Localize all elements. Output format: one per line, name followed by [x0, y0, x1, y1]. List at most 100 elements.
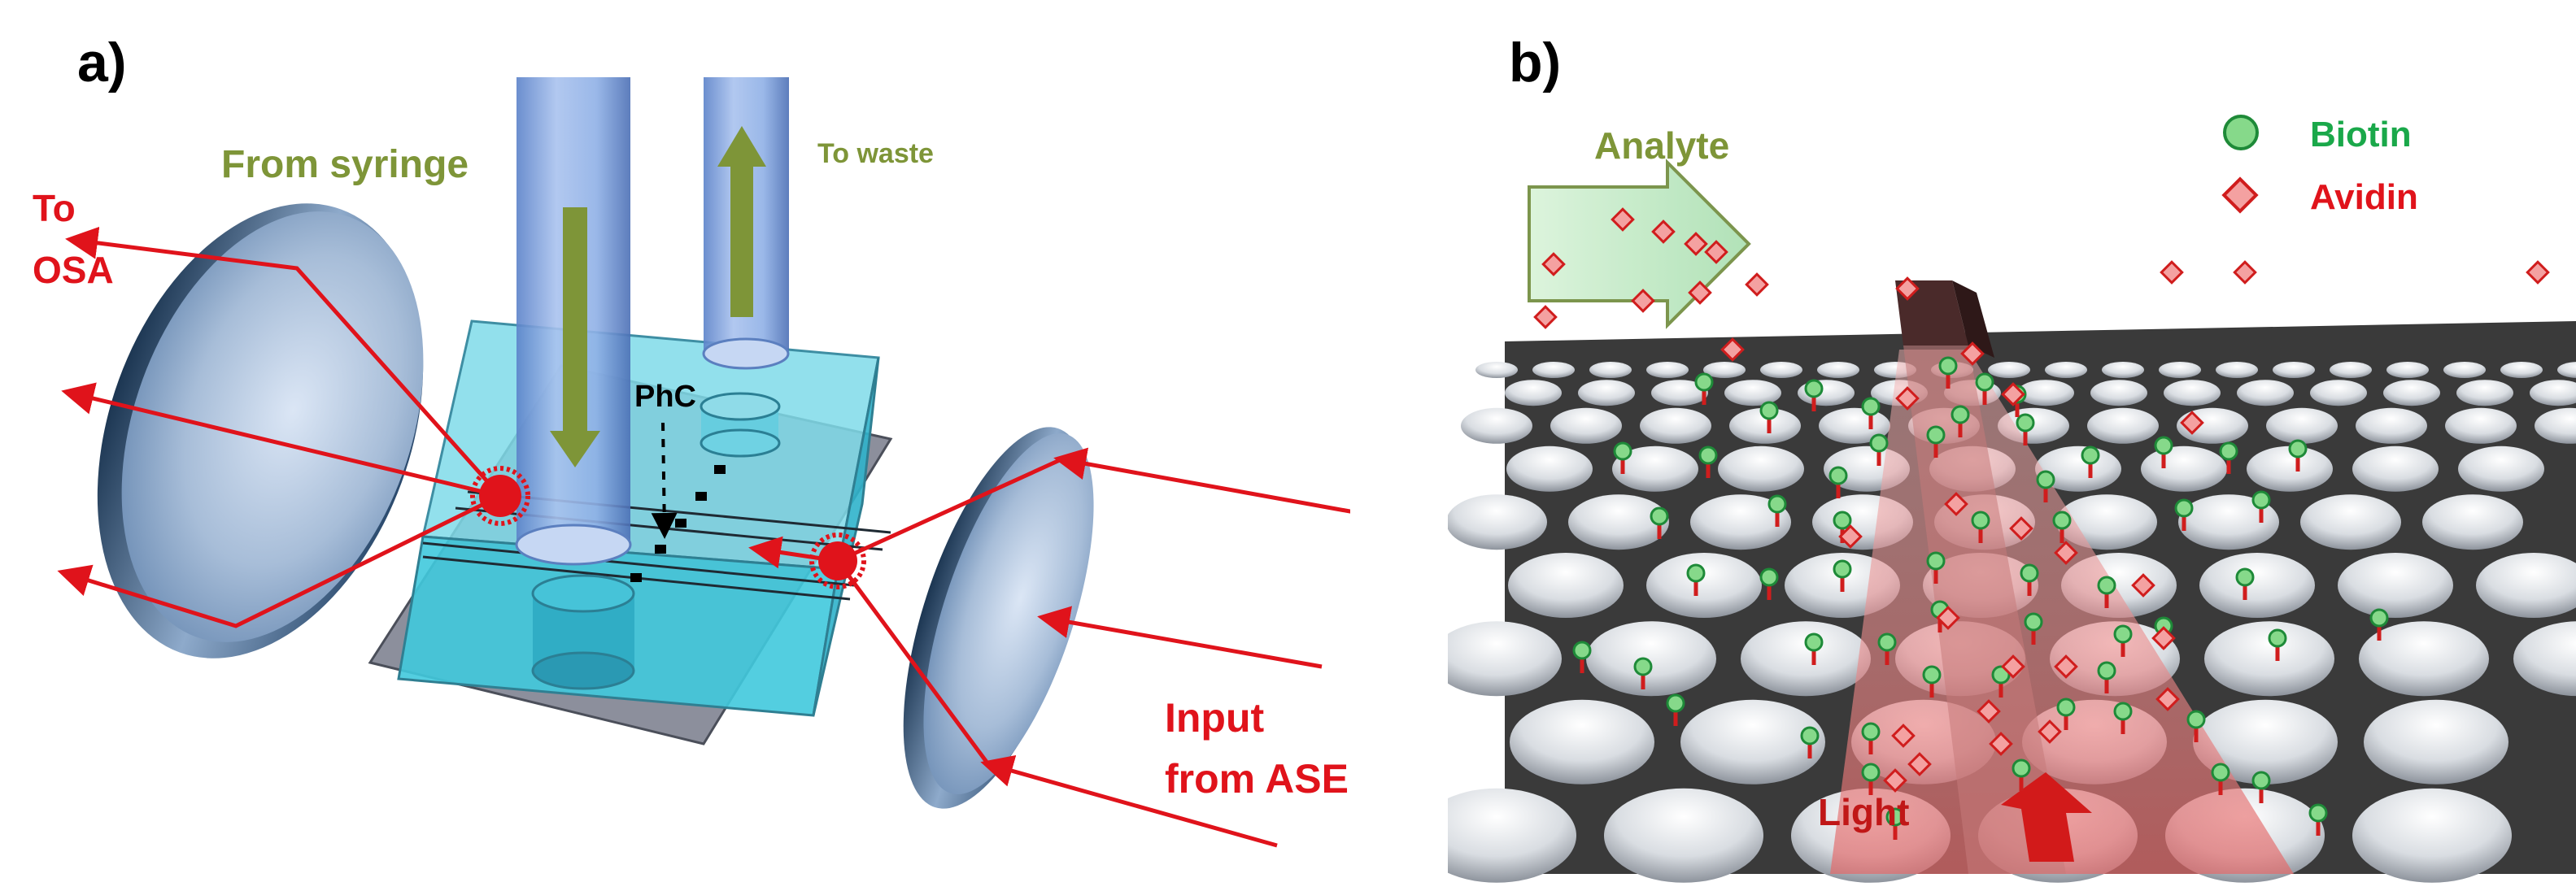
- phc-hole: [2090, 380, 2147, 406]
- analyte-label: Analyte: [1594, 124, 1729, 167]
- flow-down-arrow: [550, 207, 600, 467]
- phc-hole: [2300, 494, 2401, 550]
- biotin-molecule: [1633, 657, 1653, 689]
- phc-hole: [1475, 362, 1518, 378]
- phc-hole: [1508, 553, 1624, 618]
- panel-b-diagram: Biotin Avidin b) Analyte Light: [1448, 32, 2576, 883]
- biotin-molecule: [2012, 758, 2031, 791]
- biotin-molecule: [1861, 397, 1881, 429]
- phc-hole: [1568, 494, 1669, 550]
- biotin-molecule: [2288, 439, 2308, 472]
- biotin-molecule: [2235, 567, 2255, 600]
- biotin-molecule: [1951, 405, 1970, 437]
- panel-a-diagram: a) From syringe To waste To OSA PhC Inpu…: [33, 32, 1350, 848]
- biotin-molecule: [1975, 372, 1994, 405]
- phc-hole: [2356, 407, 2427, 444]
- biotin-molecule: [2251, 771, 2271, 803]
- phc-hole: [1646, 362, 1689, 378]
- phc-hole: [1612, 446, 1698, 492]
- phc-hole: [1550, 407, 1622, 444]
- phc-hole: [1589, 362, 1632, 378]
- avidin-molecule: [2038, 719, 2062, 744]
- phc-hole: [1448, 788, 1576, 883]
- to-osa-label-line2: OSA: [33, 249, 114, 291]
- input-label-line2: from ASE: [1165, 756, 1349, 802]
- avidin-molecule: [1883, 768, 1907, 793]
- phc-hole: [2045, 362, 2087, 378]
- avidin-molecule: [2001, 654, 2025, 679]
- phc-hole: [2273, 362, 2315, 378]
- biotin-molecule: [2211, 763, 2230, 795]
- phc-hole: [2443, 362, 2486, 378]
- biotin-molecule: [2113, 702, 2133, 734]
- biotin-molecule: [1926, 551, 1946, 584]
- biotin-molecule: [2016, 413, 2035, 446]
- phc-hole: [1741, 621, 1871, 697]
- phc-hole: [2087, 407, 2159, 444]
- biotin-molecule: [2308, 803, 2328, 836]
- phc-hole: [1646, 553, 1762, 618]
- phc-hole: [2017, 380, 2074, 406]
- biotin-molecule: [1650, 506, 1669, 539]
- panel-b: Biotin Avidin b) Analyte Light: [1448, 0, 2576, 891]
- biotin-molecule: [1666, 693, 1685, 726]
- phc-hole: [2364, 699, 2508, 785]
- avidin-molecule: [2526, 260, 2550, 285]
- legend-avidin-marker: [2221, 176, 2259, 214]
- phc-hole: [1690, 494, 1791, 550]
- biotin-molecule: [2251, 490, 2271, 523]
- biotin-molecule: [2268, 628, 2287, 661]
- avidin-molecule: [1895, 276, 1920, 301]
- legend-biotin-label: Biotin: [2310, 115, 2412, 154]
- input-beams: [748, 447, 1350, 848]
- biotin-molecule: [1828, 466, 1848, 498]
- phc-hole: [1448, 494, 1547, 550]
- biotin-molecule: [1698, 446, 1718, 478]
- biotin-molecule: [2056, 698, 2076, 730]
- biotin-molecule: [1759, 567, 1779, 600]
- phc-pointer: [651, 422, 678, 539]
- avidin-molecules: [1533, 207, 2550, 793]
- biotin-molecule: [1572, 641, 1592, 673]
- phc-hole: [1988, 362, 2030, 378]
- biotin-molecule: [1991, 665, 2011, 698]
- phc-hole: [1651, 380, 1708, 406]
- avidin-molecule: [2155, 687, 2180, 711]
- biotin-molecule: [1833, 559, 1852, 592]
- phc-hole: [2530, 380, 2576, 406]
- avidin-molecule: [1944, 492, 1968, 516]
- phc-hole: [2445, 407, 2517, 444]
- phc-hole: [1505, 380, 1562, 406]
- panel-a: a) From syringe To waste To OSA PhC Inpu…: [33, 32, 1350, 848]
- biotin-molecule: [1767, 494, 1787, 527]
- avidin-molecule: [1745, 272, 1769, 297]
- avidin-molecule: [2054, 541, 2078, 565]
- phc-hole: [1448, 621, 1562, 697]
- focal-spot-left: [470, 466, 530, 526]
- to-osa-label-line1: To: [33, 187, 76, 229]
- to-waste-label: To waste: [817, 138, 934, 169]
- phc-hole: [1532, 362, 1575, 378]
- biotin-molecule: [2219, 441, 2238, 474]
- phc-hole: [2352, 446, 2439, 492]
- phc-hole: [2216, 362, 2258, 378]
- biotin-molecule: [1800, 726, 1820, 758]
- avidin-molecule: [1611, 207, 1635, 232]
- phc-hole: [1640, 407, 1711, 444]
- biotin-molecule: [2174, 498, 2194, 531]
- avidin-molecule: [1895, 386, 1920, 411]
- biotin-molecule: [2369, 608, 2389, 641]
- avidin-molecule: [1651, 219, 1676, 244]
- output-beams: [57, 226, 502, 628]
- avidin-molecule: [2131, 573, 2155, 598]
- phc-hole: [2237, 380, 2294, 406]
- phc-hole: [2310, 380, 2367, 406]
- phc-hole: [2247, 446, 2333, 492]
- phc-hole: [2338, 553, 2453, 618]
- avidin-molecule: [1541, 252, 1566, 276]
- avidin-molecule: [1891, 724, 1916, 748]
- avidin-molecule: [2009, 516, 2033, 541]
- avidin-molecule: [1936, 606, 1960, 630]
- biotin-molecules: [1572, 356, 2389, 840]
- waveguide-ridge: [1895, 280, 2066, 874]
